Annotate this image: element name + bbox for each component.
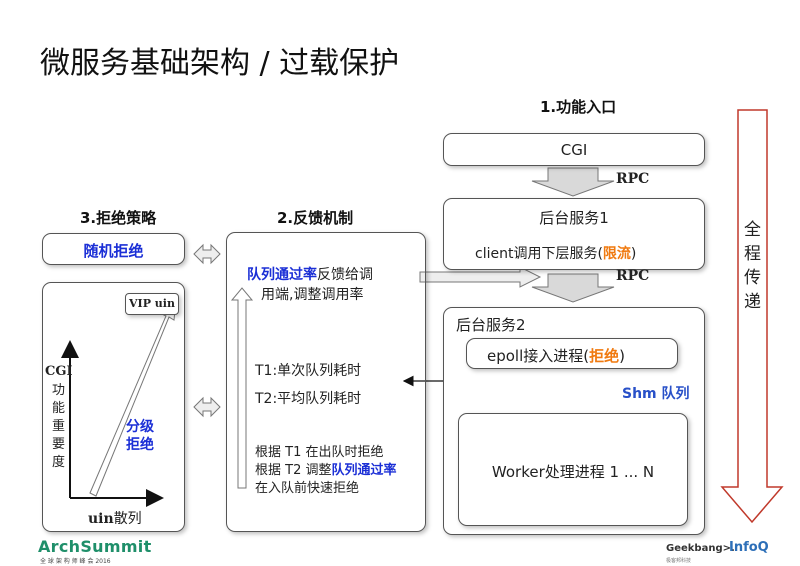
client-call-text: client调用下层服务(限流) [475,243,636,263]
xaxis-suffix: 散列 [113,511,142,527]
rule-2-highlight: 队列通过率 [331,463,397,478]
geekbang-logo: Geekbang>. [666,543,735,554]
section-heading-reject: 3.拒绝策略 [80,209,157,227]
rpc-arrow-2 [531,273,615,303]
propagation-arrow [720,109,784,524]
worker-process-box: Worker处理进程 1 ... N [458,413,688,526]
yaxis-label: 功 能 重 要 度 [52,382,66,472]
rpc-label-1: RPC [616,171,650,187]
rate-limit-highlight: 限流 [602,246,631,262]
yaxis-char: 功 [52,383,66,398]
vip-uin-box: VIP uin [125,293,179,315]
feedback-box: 队列通过率反馈给调 用端,调整调用率 T1:单次队列耗时 T2:平均队列耗时 根… [226,232,426,532]
backend-service-1-title: 后台服务1 [539,209,609,227]
section-heading-entry: 1.功能入口 [540,98,617,116]
rule-3: 在入队前快速拒绝 [255,481,360,496]
vip-uin-label: VIP uin [129,297,175,310]
feedback-line-1: 队列通过率反馈给调 [247,264,373,284]
propagation-char: 全 [744,220,761,240]
yaxis-char: 度 [52,455,66,470]
feedback-up-arrow [230,287,254,489]
shm-queue-label: Shm 队列 [622,386,690,402]
section-heading-feedback: 2.反馈机制 [277,209,354,227]
epoll-process-box: epoll接入进程(拒绝) [466,338,678,369]
epoll-text: epoll接入进程(拒绝) [487,345,625,366]
backend-service-2-title: 后台服务2 [456,316,526,334]
feedback-to-backend-arrow [419,266,542,288]
double-arrow-bottom [193,396,221,418]
rpc-label-2: RPC [616,268,650,284]
backend-service-1-box: 后台服务1 client调用下层服务(限流) [443,198,705,270]
propagation-char: 程 [744,244,761,264]
geekbang-subtitle: 极客邦科技 [666,558,692,564]
graded-label-line-2: 拒绝 [126,437,154,453]
cgi-box: CGI [443,133,705,166]
reject-highlight: 拒绝 [589,347,620,365]
client-call-prefix: client调用下层服务( [475,246,603,262]
epoll-suffix: ) [619,347,625,365]
yaxis-char: 重 [52,419,66,434]
pass-rate-highlight: 队列通过率 [247,267,317,283]
rule-1: 根据 T1 在出队时拒绝 [255,445,384,460]
double-arrow-top [193,243,221,265]
rule-2-prefix: 根据 T2 调整 [255,463,332,478]
random-reject-box: 随机拒绝 [42,233,185,265]
epoll-prefix: epoll接入进程( [487,347,590,365]
t1-label: T1:单次队列耗时 [255,363,362,379]
graded-label-line-1: 分级 [126,419,154,435]
feedback-line-2: 用端,调整调用率 [261,287,364,303]
worker-label: Worker处理进程 1 ... N [491,463,655,481]
archsummit-subtitle: 全 球 架 构 师 峰 会 2016 [40,558,111,565]
propagation-char: 递 [744,292,761,312]
feedback-line-1-rest: 反馈给调 [317,267,373,283]
rule-2: 根据 T2 调整队列通过率 [255,459,397,478]
propagation-label: 全 程 传 递 [744,218,761,314]
yaxis-title: CGI [45,364,73,379]
propagation-char: 传 [744,268,761,288]
page-title: 微服务基础架构 / 过载保护 [40,46,400,81]
yaxis-char: 能 [52,401,66,416]
t2-label: T2:平均队列耗时 [255,391,362,407]
rpc-arrow-1 [531,167,615,197]
cgi-label: CGI [560,141,588,159]
yaxis-char: 要 [52,437,66,452]
xaxis-prefix: uin [88,511,114,527]
client-call-suffix: ) [630,246,637,262]
archsummit-logo: ArchSummit [38,537,152,556]
xaxis-label: uin散列 [88,508,142,528]
infoq-logo: InfoQ [729,540,769,555]
graded-reject-box [42,282,185,532]
random-reject-label: 随机拒绝 [83,242,144,260]
